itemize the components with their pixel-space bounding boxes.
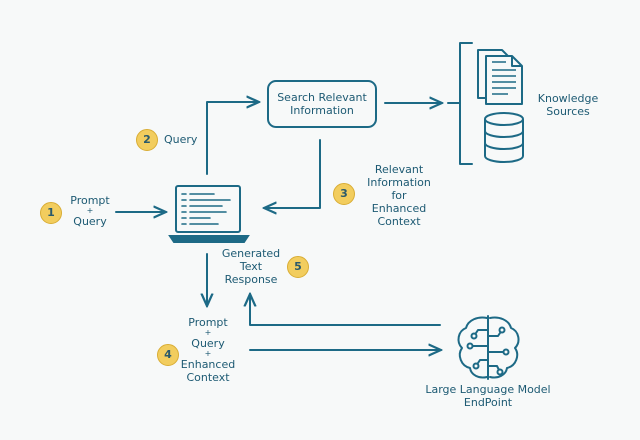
arrow-llm-to-response [250, 294, 441, 326]
step-4-line3: Enhanced [180, 358, 236, 371]
step-4-line1: Prompt [188, 316, 228, 329]
search-box-line2: Information [290, 104, 354, 117]
step-3-badge: 3 [333, 183, 355, 205]
step-4-line4: Context [186, 371, 230, 384]
step-1-badge: 1 [40, 202, 62, 224]
sources-bracket [459, 42, 473, 165]
step-4-line2: Query [191, 337, 225, 350]
step-4-plus2: + [204, 349, 212, 358]
knowledge-line2: Sources [546, 105, 590, 118]
step-4-label: Prompt + Query + Enhanced Context [178, 316, 238, 384]
step-1-label: Prompt + Query [64, 194, 116, 228]
step-1-line1: Prompt [70, 194, 110, 207]
database-icon [484, 112, 524, 163]
step-2-badge: 2 [136, 129, 158, 151]
ai-brain-icon [457, 315, 520, 380]
step-5-badge: 5 [287, 256, 309, 278]
step-5-line3: Response [224, 273, 278, 286]
step-1-line2: Query [73, 215, 107, 228]
llm-line2: EndPoint [463, 396, 513, 409]
step-2-label: Query [164, 133, 198, 146]
arrow-query-to-search [206, 102, 259, 175]
step-4-plus1: + [204, 328, 212, 337]
step-5-label: Generated Text Response [216, 247, 286, 286]
arrow-info-to-laptop [264, 139, 321, 208]
step-1-plus: + [86, 206, 94, 215]
knowledge-sources-label: Knowledge Sources [530, 92, 606, 118]
step-5-line1: Generated [221, 247, 281, 260]
step-3-line4: Enhanced [371, 202, 427, 215]
llm-line1: Large Language Model [425, 383, 551, 396]
laptop-icon [168, 185, 250, 243]
step-3-label: Relevant Information for Enhanced Contex… [360, 163, 438, 228]
step-3-line2: Information [367, 176, 431, 189]
documents-icon [477, 49, 523, 105]
step-3-line1: Relevant [374, 163, 424, 176]
step-3-line3: for [391, 189, 407, 202]
knowledge-line1: Knowledge [537, 92, 599, 105]
search-box-line1: Search Relevant [277, 91, 367, 104]
llm-endpoint-label: Large Language Model EndPoint [408, 383, 568, 409]
search-relevant-information-box: Search Relevant Information [267, 80, 377, 128]
step-3-line5: Context [377, 215, 421, 228]
step-5-line2: Text [239, 260, 263, 273]
step-4-badge: 4 [157, 344, 179, 366]
